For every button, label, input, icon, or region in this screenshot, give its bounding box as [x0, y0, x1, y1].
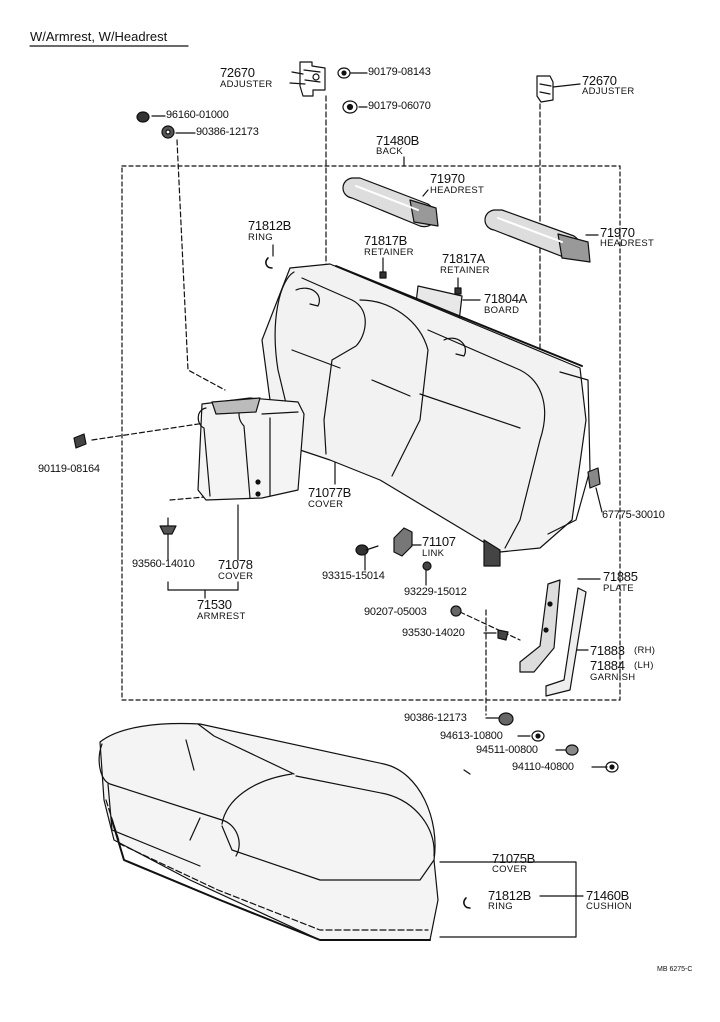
label-cushion-num: 71460B [586, 888, 630, 903]
label-93530-14020: 93530-14020 [402, 627, 465, 639]
ring-71812B-upper [265, 257, 273, 269]
label-67775-30010: 67775-30010 [602, 509, 665, 521]
label-90207-05003: 90207-05003 [364, 606, 427, 618]
assembly-boundary [121, 165, 621, 701]
ring-71812B-lower [463, 897, 471, 909]
label-garnish-rh-num: 71883 [590, 643, 625, 658]
label-cover-c-word: COVER [492, 864, 528, 875]
label-plate-num: 71885 [603, 569, 638, 584]
nut-94511 [565, 744, 579, 756]
label-cushion-word: CUSHION [586, 901, 632, 912]
label-adjuster-left-num: 72670 [220, 65, 255, 80]
label-garnish-rh-tag: (RH) [634, 645, 656, 656]
label-headrest-left-word: HEADREST [430, 185, 485, 196]
label-94613-10800: 94613-10800 [440, 730, 503, 742]
seat-back [261, 263, 591, 567]
retainer-71817A [454, 287, 462, 295]
label-ring-upper-num: 71812B [248, 218, 292, 233]
bolt-93315 [355, 544, 379, 556]
clip-90386-lower [498, 712, 514, 726]
label-cover-c-num: 71075B [492, 851, 536, 866]
headrest-right [484, 209, 591, 263]
label-90386-12173-upper: 90386-12173 [196, 126, 259, 138]
clip-96160 [136, 111, 150, 123]
label-96160-01000: 96160-01000 [166, 109, 229, 121]
label-board-num: 71804A [484, 291, 528, 306]
label-link-word: LINK [422, 548, 445, 559]
label-94110-40800: 94110-40800 [512, 761, 574, 773]
headrest-left [342, 177, 439, 228]
link-71107 [393, 527, 413, 557]
armrest [197, 397, 305, 501]
label-garnish-lh-num: 71884 [590, 658, 625, 673]
label-93560-14010: 93560-14010 [132, 558, 195, 570]
label-93315-15014: 93315-15014 [322, 570, 385, 582]
label-armrest-num: 71530 [197, 597, 232, 612]
diagram-title: W/Armrest, W/Headrest [30, 29, 168, 44]
clip-67775 [587, 467, 601, 489]
label-adjuster-right-num: 72670 [582, 73, 617, 88]
label-adjuster-right-word: ADJUSTER [582, 86, 635, 97]
label-90179-08143: 90179-08143 [368, 66, 431, 78]
label-90119-08164: 90119-08164 [38, 463, 100, 475]
label-94511-00800: 94511-00800 [476, 744, 538, 756]
label-plate-word: PLATE [603, 583, 634, 594]
label-90386-12173-lower: 90386-12173 [404, 712, 467, 724]
label-back-num: 71480B [376, 133, 420, 148]
label-retainer-a-word: RETAINER [440, 265, 490, 276]
label-cover-b-num: 71077B [308, 485, 352, 500]
label-garnish-lh-tag: (LH) [634, 660, 654, 671]
nut-90179-08143 [337, 67, 351, 79]
adjuster-left [299, 61, 326, 97]
label-headrest-left-num: 71970 [430, 171, 465, 186]
label-garnish-word: GARNISH [590, 672, 636, 683]
label-headrest-right-word: HEADREST [600, 238, 655, 249]
label-adjuster-left-word: ADJUSTER [220, 79, 273, 90]
garnish-71883 [545, 587, 587, 697]
screw-93530 [497, 629, 509, 641]
label-cover-a-num: 71078 [218, 557, 253, 572]
label-ring-lower-word: RING [488, 901, 513, 912]
plate-71885 [519, 579, 561, 673]
washer-94613 [531, 730, 545, 742]
clip-90207 [450, 605, 462, 617]
label-90179-06070: 90179-06070 [368, 100, 431, 112]
label-back-word: BACK [376, 146, 404, 157]
label-headrest-right-num: 71970 [600, 225, 635, 240]
label-cover-b-word: COVER [308, 499, 344, 510]
nut-94110 [605, 761, 619, 773]
label-board-word: BOARD [484, 305, 520, 316]
label-ring-lower-num: 71812B [488, 888, 532, 903]
label-cover-a-word: COVER [218, 571, 254, 582]
nut-90179-06070 [342, 100, 358, 114]
label-retainer-b-word: RETAINER [364, 247, 414, 258]
footer-code: MB 6275-C [657, 966, 693, 973]
retainer-71817B [379, 271, 387, 279]
seat-cushion [98, 722, 439, 941]
clip-90386-upper [161, 125, 175, 139]
label-93229-15012: 93229-15012 [404, 586, 467, 598]
adjuster-right [536, 75, 554, 103]
fastener-93560 [159, 517, 177, 535]
label-retainer-a-num: 71817A [442, 251, 486, 266]
label-retainer-b-num: 71817B [364, 233, 408, 248]
screw-93229 [422, 561, 432, 571]
label-armrest-word: ARMREST [197, 611, 246, 622]
label-ring-upper-word: RING [248, 232, 273, 243]
label-link-num: 71107 [422, 534, 456, 549]
bolt-90119 [73, 433, 87, 449]
